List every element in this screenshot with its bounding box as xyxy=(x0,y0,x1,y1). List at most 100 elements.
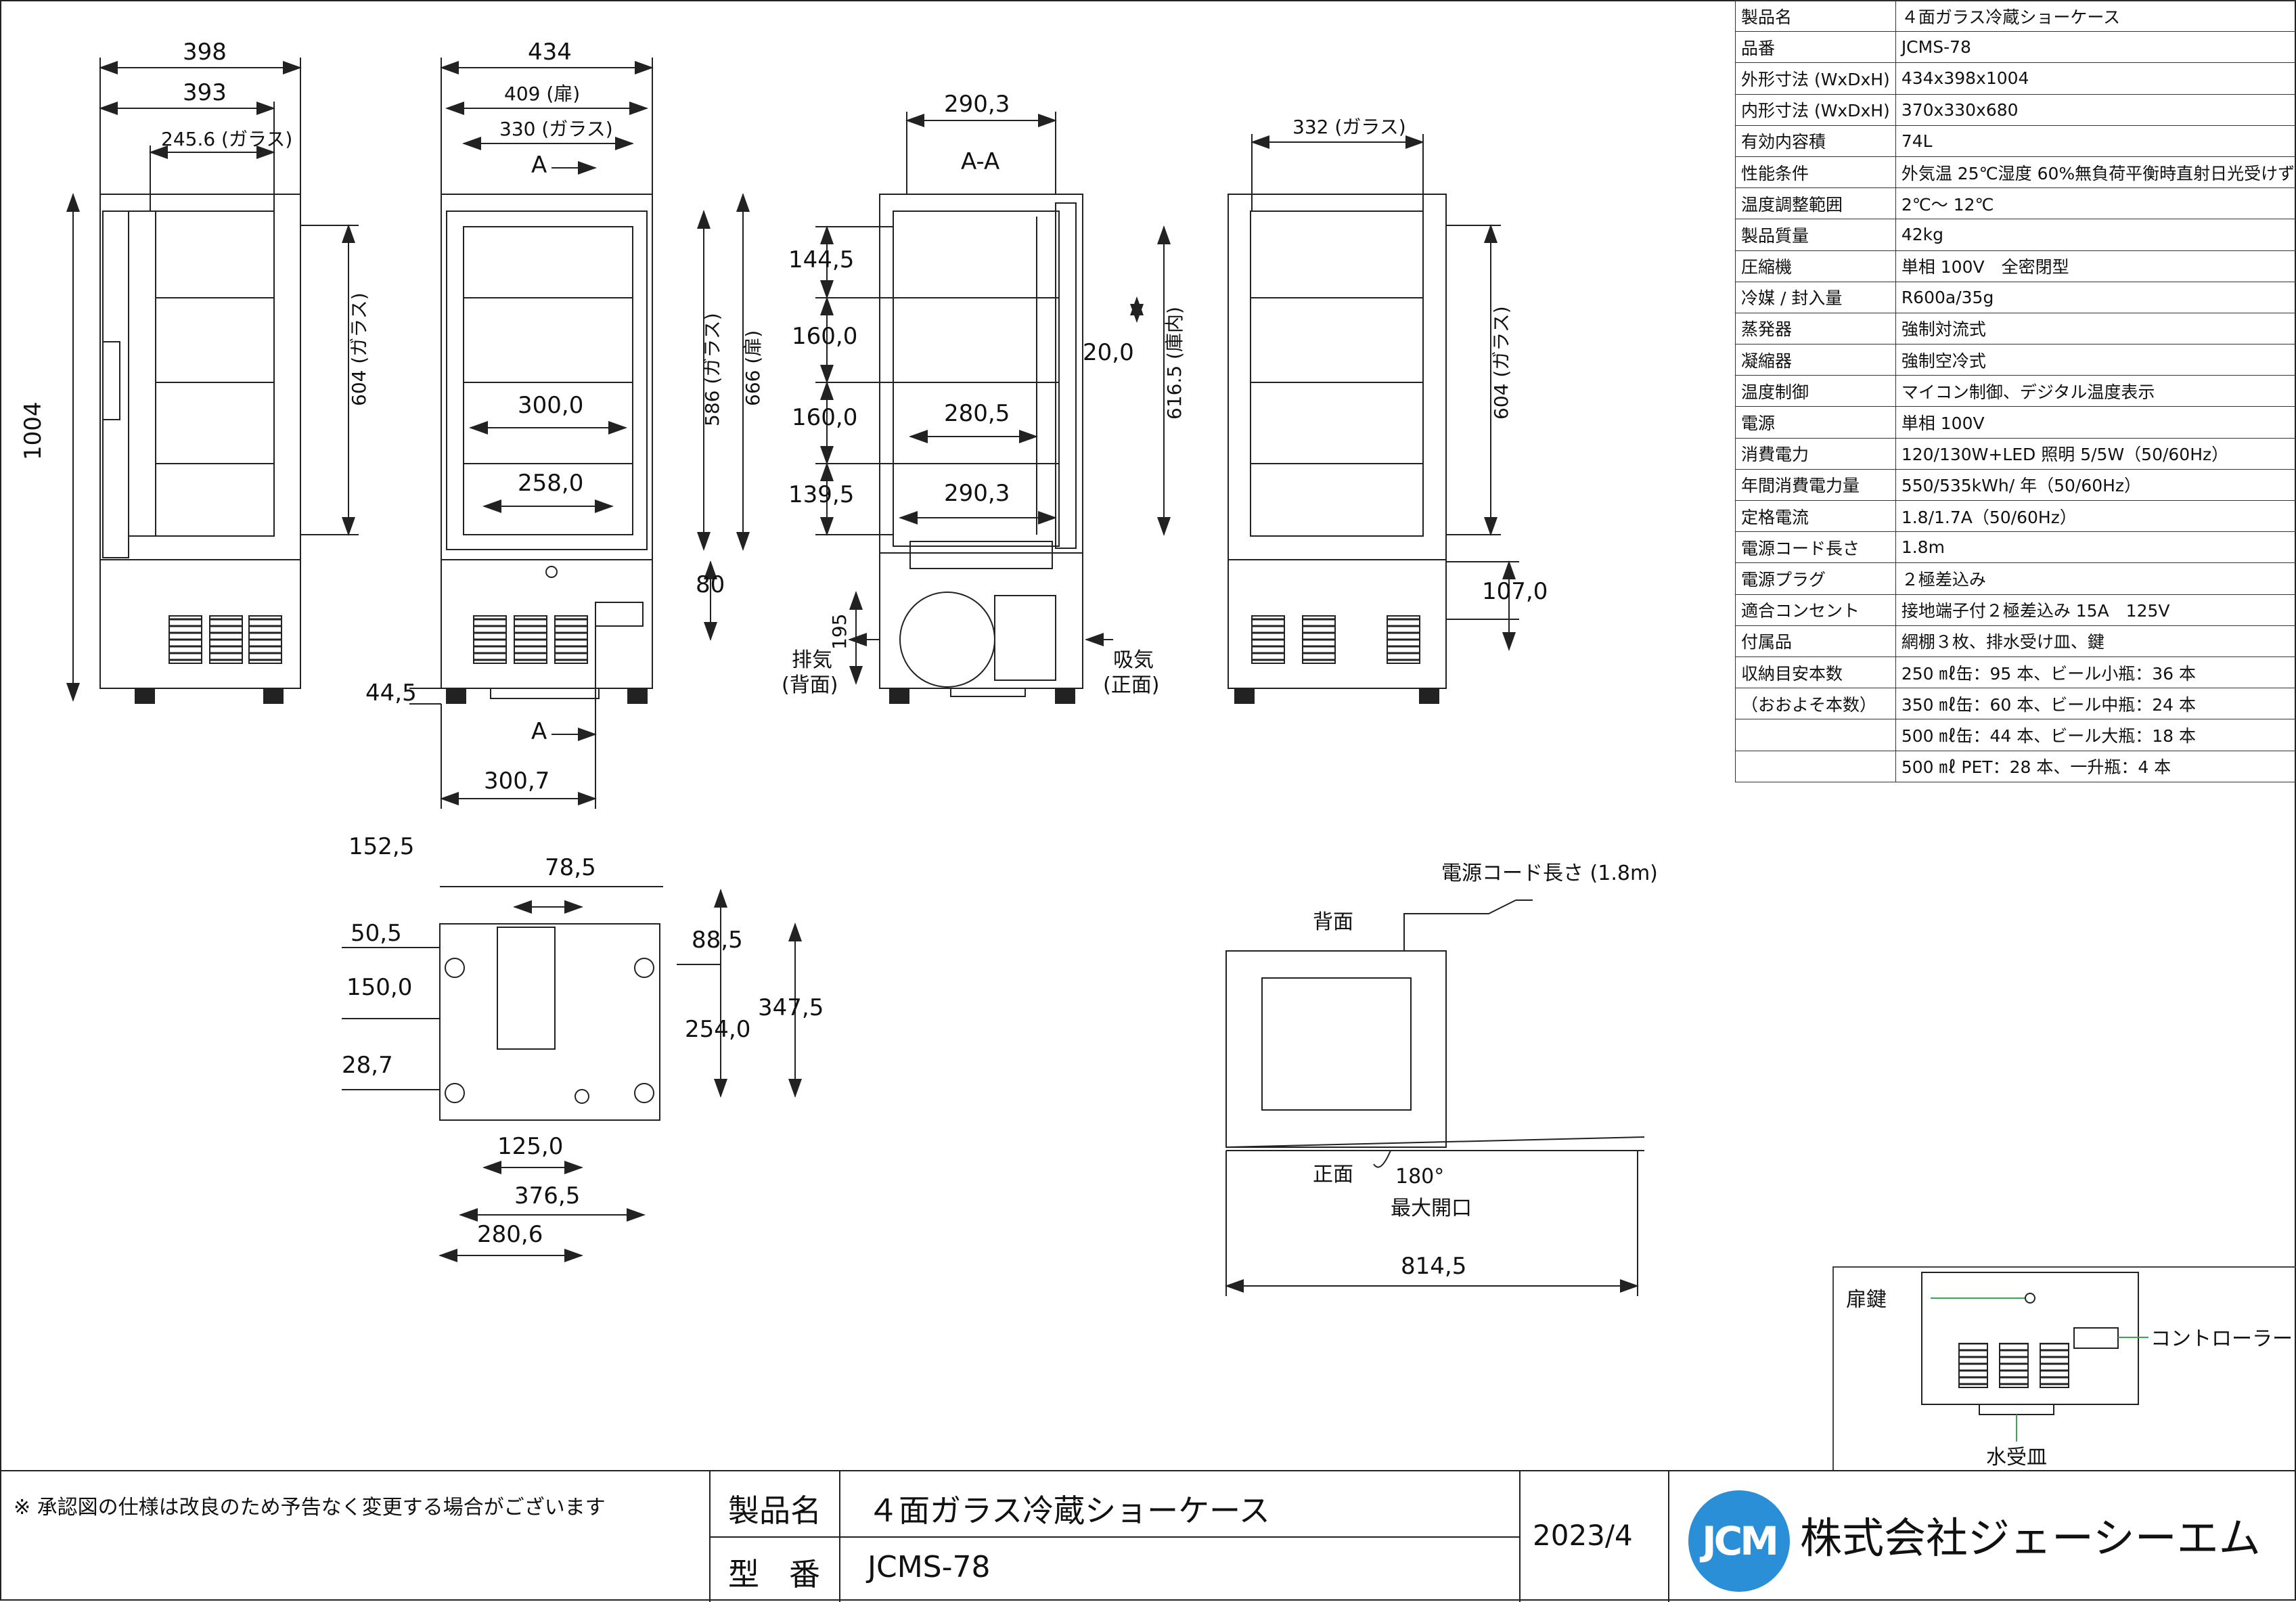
dim-258: 258,0 xyxy=(518,470,583,497)
spec-key: 冷媒 / 封入量 xyxy=(1736,282,1896,313)
spec-key: 温度制御 xyxy=(1736,376,1896,407)
dim-254: 254,0 xyxy=(685,1016,750,1043)
spec-value: 強制対流式 xyxy=(1895,313,2296,344)
dim-666: 666 (扉) xyxy=(742,330,764,406)
dim-88-5: 88,5 xyxy=(692,927,743,954)
section-mark-a-bottom: A xyxy=(531,718,547,745)
side-view xyxy=(73,58,359,703)
dim-glass-245: 245.6 (ガラス) xyxy=(161,128,292,150)
dim-44-5: 44,5 xyxy=(365,680,417,707)
dim-616-5: 616.5 (庫内) xyxy=(1163,307,1186,420)
dim-50-5: 50,5 xyxy=(351,920,402,947)
spec-key: 電源プラグ xyxy=(1736,563,1896,594)
dim-280-5: 280,5 xyxy=(944,400,1010,427)
spec-value: 1.8/1.7A（50/60Hz） xyxy=(1895,501,2296,532)
section-title: A-A xyxy=(961,148,999,175)
angle-label: 180° xyxy=(1395,1165,1444,1188)
spec-value: 強制空冷式 xyxy=(1895,344,2296,376)
dim-20: 20,0 xyxy=(1083,339,1134,366)
spec-row: 蒸発器強制対流式 xyxy=(1736,313,2296,344)
spec-value: 単相 100V 全密閉型 xyxy=(1895,250,2296,282)
back-label: 背面 xyxy=(1313,910,1353,934)
model-value: JCMS-78 xyxy=(868,1550,990,1584)
spec-value: 接地端子付２極差込み 15A 125V xyxy=(1895,594,2296,625)
spec-value: 42kg xyxy=(1895,219,2296,250)
dim-300-7: 300,7 xyxy=(484,767,549,795)
spec-value: 500 ㎖ PET：28 本、一升瓶：4 本 xyxy=(1895,751,2296,782)
dim-rear-604: 604 (ガラス) xyxy=(1490,306,1512,420)
dim-139-5: 139,5 xyxy=(788,481,854,508)
dim-125: 125,0 xyxy=(497,1133,563,1160)
spec-key: 製品名 xyxy=(1736,1,1896,32)
dim-144-5: 144,5 xyxy=(788,246,854,273)
dim-1004: 1004 xyxy=(20,401,47,460)
spec-key: 定格電流 xyxy=(1736,501,1896,532)
disclaimer-note: ※ 承認図の仕様は改良のため予告なく変更する場合がございます xyxy=(14,1490,606,1520)
dim-347-5: 347,5 xyxy=(758,994,824,1021)
spec-key: 外形寸法 (WxDxH) xyxy=(1736,63,1896,94)
max-open-label: 最大開口 xyxy=(1391,1197,1472,1220)
rear-view xyxy=(1228,134,1519,703)
spec-key: 圧縮機 xyxy=(1736,250,1896,282)
inset-frame xyxy=(1832,1266,2296,1470)
intake-label: 吸気 xyxy=(1113,648,1154,672)
cord-length-label: 電源コード長さ (1.8m) xyxy=(1441,862,1658,885)
spec-row: 外形寸法 (WxDxH)434x398x1004 xyxy=(1736,63,2296,94)
dim-300: 300,0 xyxy=(518,392,583,419)
dim-398: 398 xyxy=(183,39,227,66)
dim-290-3-top: 290,3 xyxy=(944,91,1010,118)
spec-value: 74L xyxy=(1895,125,2296,156)
dim-814-5: 814,5 xyxy=(1401,1253,1466,1280)
spec-value: ４面ガラス冷蔵ショーケース xyxy=(1895,1,2296,32)
dim-393: 393 xyxy=(183,79,227,106)
spec-key: 収納目安本数 xyxy=(1736,657,1896,688)
company-name: 株式会社ジェーシーエム xyxy=(1800,1504,2261,1565)
dim-28-7: 28,7 xyxy=(342,1052,393,1079)
spec-key: 適合コンセント xyxy=(1736,594,1896,625)
spec-key: 有効内容積 xyxy=(1736,125,1896,156)
dim-side-604: 604 (ガラス) xyxy=(348,292,370,406)
front-label: 正面 xyxy=(1313,1163,1353,1186)
spec-row: 圧縮機単相 100V 全密閉型 xyxy=(1736,250,2296,282)
spec-key: 付属品 xyxy=(1736,625,1896,657)
spec-value: JCMS-78 xyxy=(1895,32,2296,63)
spec-value: R600a/35g xyxy=(1895,282,2296,313)
dim-160-b: 160,0 xyxy=(792,404,857,431)
dim-409: 409 (扉) xyxy=(504,83,580,105)
spec-key xyxy=(1736,751,1896,782)
spec-value: 370x330x680 xyxy=(1895,94,2296,125)
section-mark-a-top: A xyxy=(531,152,547,179)
dim-150: 150,0 xyxy=(346,974,412,1001)
company-logo: JCM xyxy=(1688,1490,1790,1592)
product-name-value: ４面ガラス冷蔵ショーケース xyxy=(868,1486,1270,1531)
spec-row: （おおよそ本数）350 ㎖缶：60 本、ビール中瓶：24 本 xyxy=(1736,688,2296,719)
spec-key: 電源 xyxy=(1736,407,1896,438)
spec-key: 蒸発器 xyxy=(1736,313,1896,344)
model-label: 型番 xyxy=(728,1550,850,1595)
spec-key: 性能条件 xyxy=(1736,156,1896,187)
dim-586: 586 (ガラス) xyxy=(701,313,723,426)
top-view xyxy=(1226,900,1644,1296)
exhaust-sub-label: (背面) xyxy=(782,673,838,697)
spec-row: 500 ㎖缶：44 本、ビール大瓶：18 本 xyxy=(1736,719,2296,751)
spec-row: 付属品網棚３枚、排水受け皿、鍵 xyxy=(1736,625,2296,657)
spec-key: 製品質量 xyxy=(1736,219,1896,250)
spec-row: 性能条件外気温 25℃湿度 60%無負荷平衡時直射日光受けず xyxy=(1736,156,2296,187)
spec-value: 250 ㎖缶：95 本、ビール小瓶：36 本 xyxy=(1895,657,2296,688)
dim-152-5: 152,5 xyxy=(348,833,414,860)
spec-value: 120/130W+LED 照明 5/5W（50/60Hz） xyxy=(1895,438,2296,469)
spec-key: 凝縮器 xyxy=(1736,344,1896,376)
spec-row: 500 ㎖ PET：28 本、一升瓶：4 本 xyxy=(1736,751,2296,782)
spec-key: 年間消費電力量 xyxy=(1736,469,1896,500)
dim-434: 434 xyxy=(528,39,572,66)
